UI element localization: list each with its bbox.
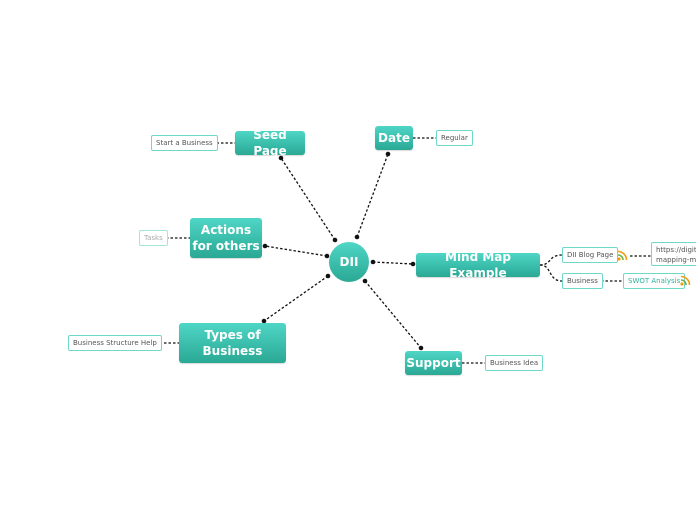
subtopic-blog-url[interactable]: https://digit mapping-m [651, 242, 696, 266]
rss-feed-icon [617, 250, 628, 261]
topic-mind-map-example-label: Mind Map Example [445, 250, 511, 280]
topic-actions-label-line2: for others [192, 239, 260, 253]
topic-date[interactable]: Date [375, 126, 413, 150]
subtopic-dii-blog-page[interactable]: DII Blog Page [562, 247, 619, 263]
topic-actions-for-others[interactable]: Actions for others [190, 218, 262, 258]
subtopic-start-a-business[interactable]: Start a Business [151, 135, 218, 151]
central-topic-label: DII [339, 255, 359, 269]
topic-date-label: Date [378, 131, 410, 145]
subtopic-swot-analysis[interactable]: SWOT Analysis [623, 273, 686, 289]
topic-mind-map-example[interactable]: Mind Map Example [416, 250, 540, 280]
subtopic-business-idea[interactable]: Business Idea [485, 355, 544, 371]
topic-types-of-business[interactable]: Types of Business [179, 323, 286, 363]
topic-support[interactable]: Support [405, 351, 462, 375]
topic-types-label-line2: Business [202, 344, 263, 358]
topic-actions-label-line1: Actions [200, 223, 252, 237]
blog-url-line2: mapping-m [656, 256, 696, 264]
topic-seed-page-label: Seed Page [253, 128, 287, 158]
subtopic-regular[interactable]: Regular [436, 130, 473, 146]
subtopic-business[interactable]: Business [562, 273, 603, 289]
subtopic-business-structure-help[interactable]: Business Structure Help [68, 335, 162, 351]
blog-url-line1: https://digit [656, 246, 696, 254]
central-topic[interactable]: DII [329, 242, 369, 282]
topic-seed-page[interactable]: Seed Page [235, 128, 305, 158]
rss-feed-icon [680, 275, 691, 286]
topic-support-label: Support [406, 356, 461, 370]
topic-types-label-line1: Types of [204, 328, 261, 342]
subtopic-tasks[interactable]: Tasks [139, 230, 168, 246]
